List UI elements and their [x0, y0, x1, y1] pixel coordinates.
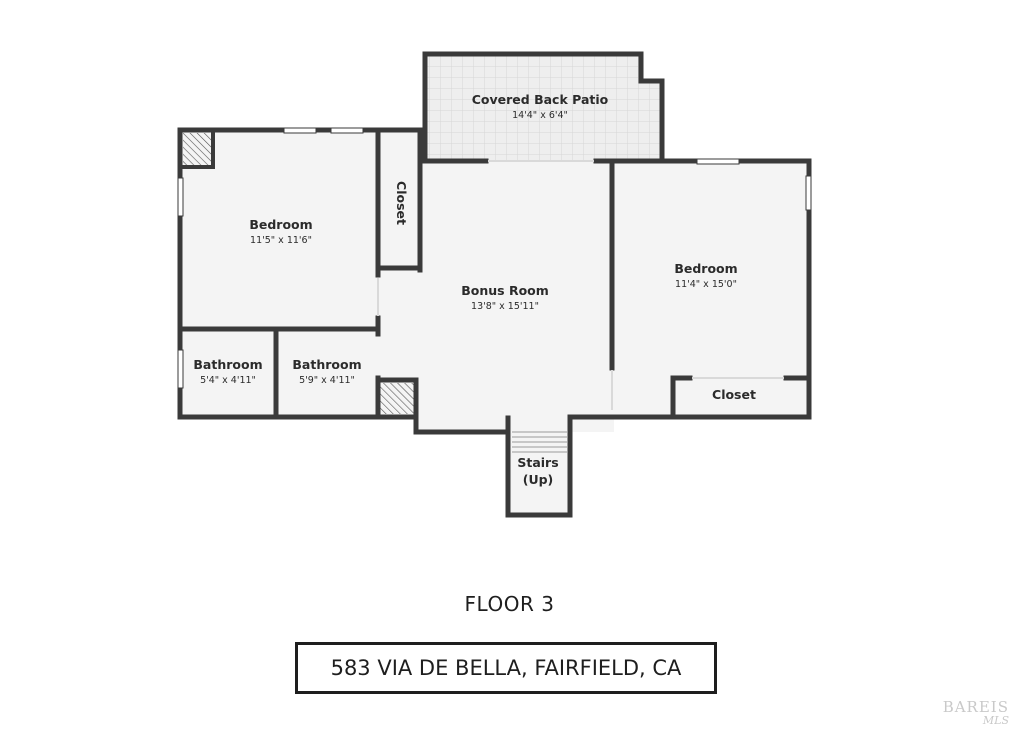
center-floor — [418, 160, 614, 432]
bedroom-right-label: Bedroom — [674, 261, 737, 276]
closet-right-label: Closet — [712, 387, 756, 402]
left-wing-floor — [180, 130, 422, 417]
bedroom-left-dims: 11'5" x 11'6" — [250, 235, 312, 246]
patio-floor — [425, 54, 662, 160]
bathroom-1-label: Bathroom — [193, 357, 262, 372]
bedroom-left-label: Bedroom — [249, 217, 312, 232]
address-text: 583 VIA DE BELLA, FAIRFIELD, CA — [330, 656, 682, 680]
floor-label: FLOOR 3 — [464, 592, 555, 616]
watermark-brand: BAREIS — [942, 698, 1009, 716]
bedroom-right-dims: 11'4" x 15'0" — [675, 279, 737, 290]
openings — [377, 160, 784, 410]
bathroom-2-dims: 5'9" x 4'11" — [299, 375, 355, 386]
bathroom-2-label: Bathroom — [292, 357, 361, 372]
patio-dims: 14'4" x 6'4" — [512, 110, 568, 121]
windows — [177, 127, 812, 389]
stairs-label: Stairs — [517, 455, 558, 470]
stairs-direction-label: (Up) — [523, 472, 554, 487]
hatched-shaft-topleft — [183, 133, 211, 165]
hatched-shaft-center — [379, 383, 414, 414]
bonus-room-label: Bonus Room — [461, 283, 549, 298]
shaft-walls — [180, 130, 215, 169]
right-wing-floor — [612, 160, 809, 417]
floor-plan: Covered Back Patio 14'4" x 6'4" Bedroom … — [177, 51, 812, 518]
closet-top-label: Closet — [394, 181, 409, 225]
bonus-room-dims: 13'8" x 15'11" — [471, 301, 539, 312]
stairs-floor — [508, 418, 570, 516]
watermark-mls: MLS — [982, 714, 1009, 727]
address-box: 583 VIA DE BELLA, FAIRFIELD, CA — [295, 642, 717, 694]
patio-label: Covered Back Patio — [472, 92, 609, 107]
bathroom-1-dims: 5'4" x 4'11" — [200, 375, 256, 386]
stair-treads — [512, 431, 567, 453]
mls-watermark-logo: BAREIS MLS — [942, 698, 1009, 727]
